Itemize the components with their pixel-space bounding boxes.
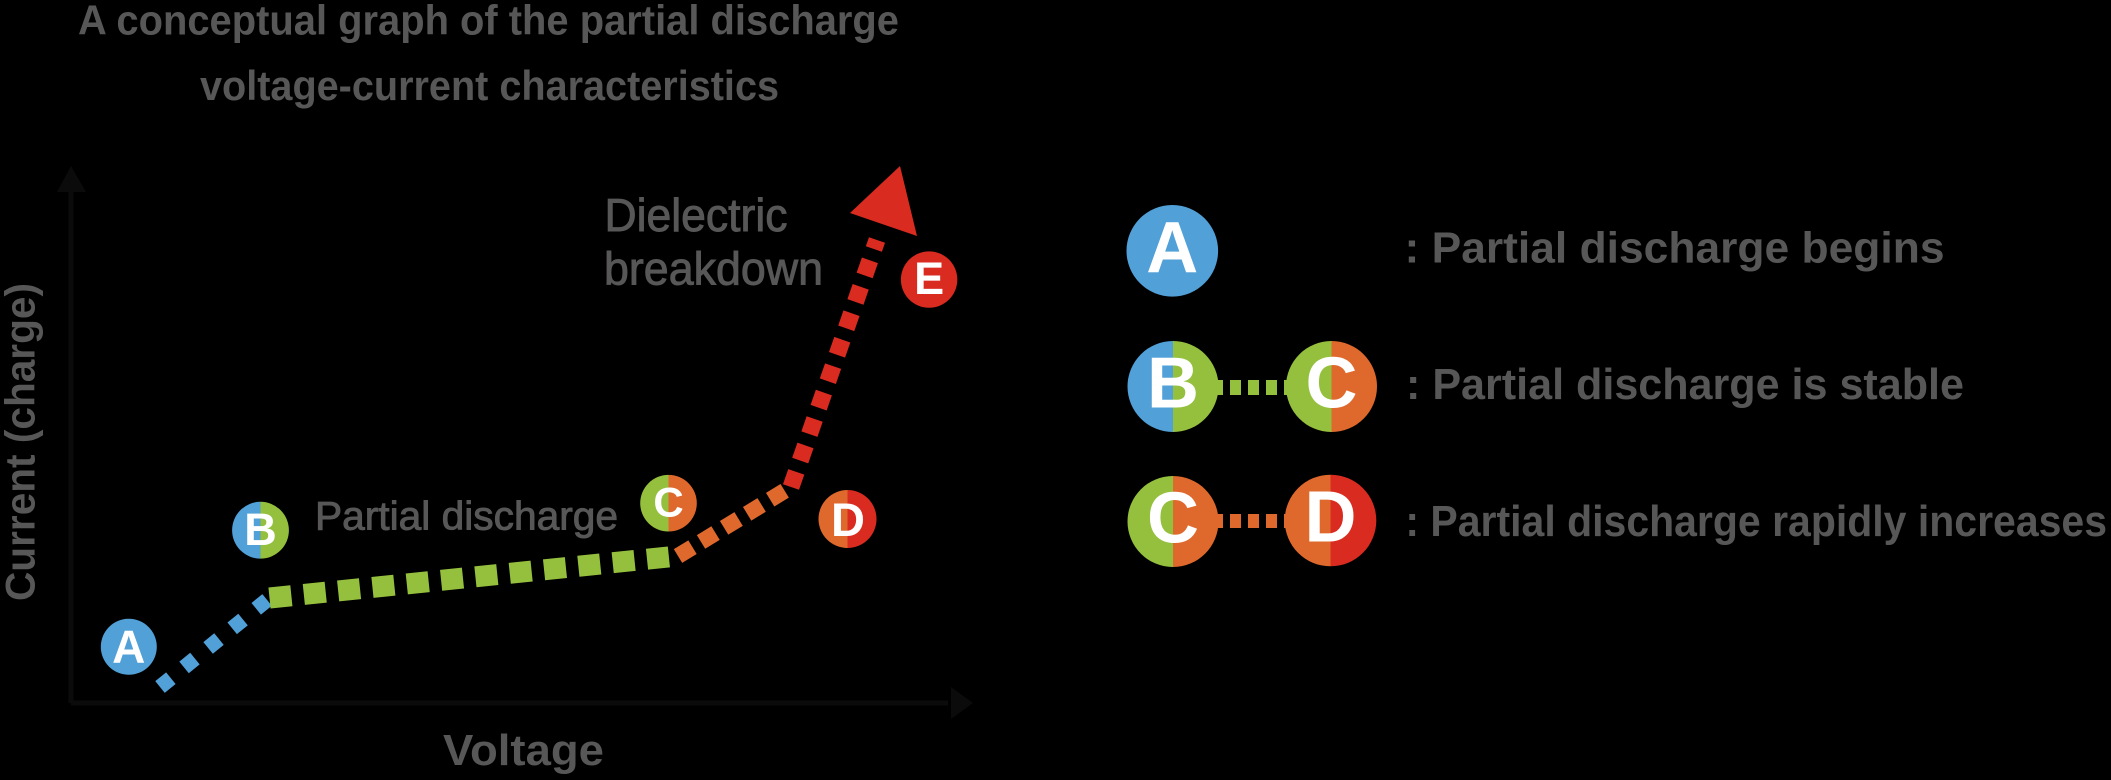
svg-text:Current (charge): Current (charge) <box>0 283 44 601</box>
svg-text:Voltage: Voltage <box>443 726 604 775</box>
svg-text:voltage-current characteristic: voltage-current characteristics <box>200 62 779 109</box>
svg-text:: Partial discharge rapidly in: : Partial discharge rapidly increases <box>1405 497 2107 546</box>
svg-text:C: C <box>1306 344 1358 424</box>
svg-text:D: D <box>831 493 865 546</box>
svg-text:: Partial discharge begins: : Partial discharge begins <box>1405 223 1945 272</box>
svg-text:C: C <box>653 479 683 526</box>
svg-text:breakdown: breakdown <box>604 243 823 295</box>
svg-text:B: B <box>244 504 277 555</box>
svg-text:B: B <box>1147 344 1199 424</box>
svg-text:Partial discharge: Partial discharge <box>315 495 618 539</box>
svg-text:C: C <box>1147 479 1199 559</box>
svg-text:: Partial discharge is stable: : Partial discharge is stable <box>1406 360 1964 409</box>
svg-text:A: A <box>1146 208 1198 288</box>
svg-text:A conceptual graph of the part: A conceptual graph of the partial discha… <box>78 0 899 44</box>
svg-text:D: D <box>1305 478 1357 558</box>
svg-text:A: A <box>112 620 145 672</box>
svg-text:Dielectric: Dielectric <box>605 189 788 241</box>
svg-text:E: E <box>914 253 944 304</box>
